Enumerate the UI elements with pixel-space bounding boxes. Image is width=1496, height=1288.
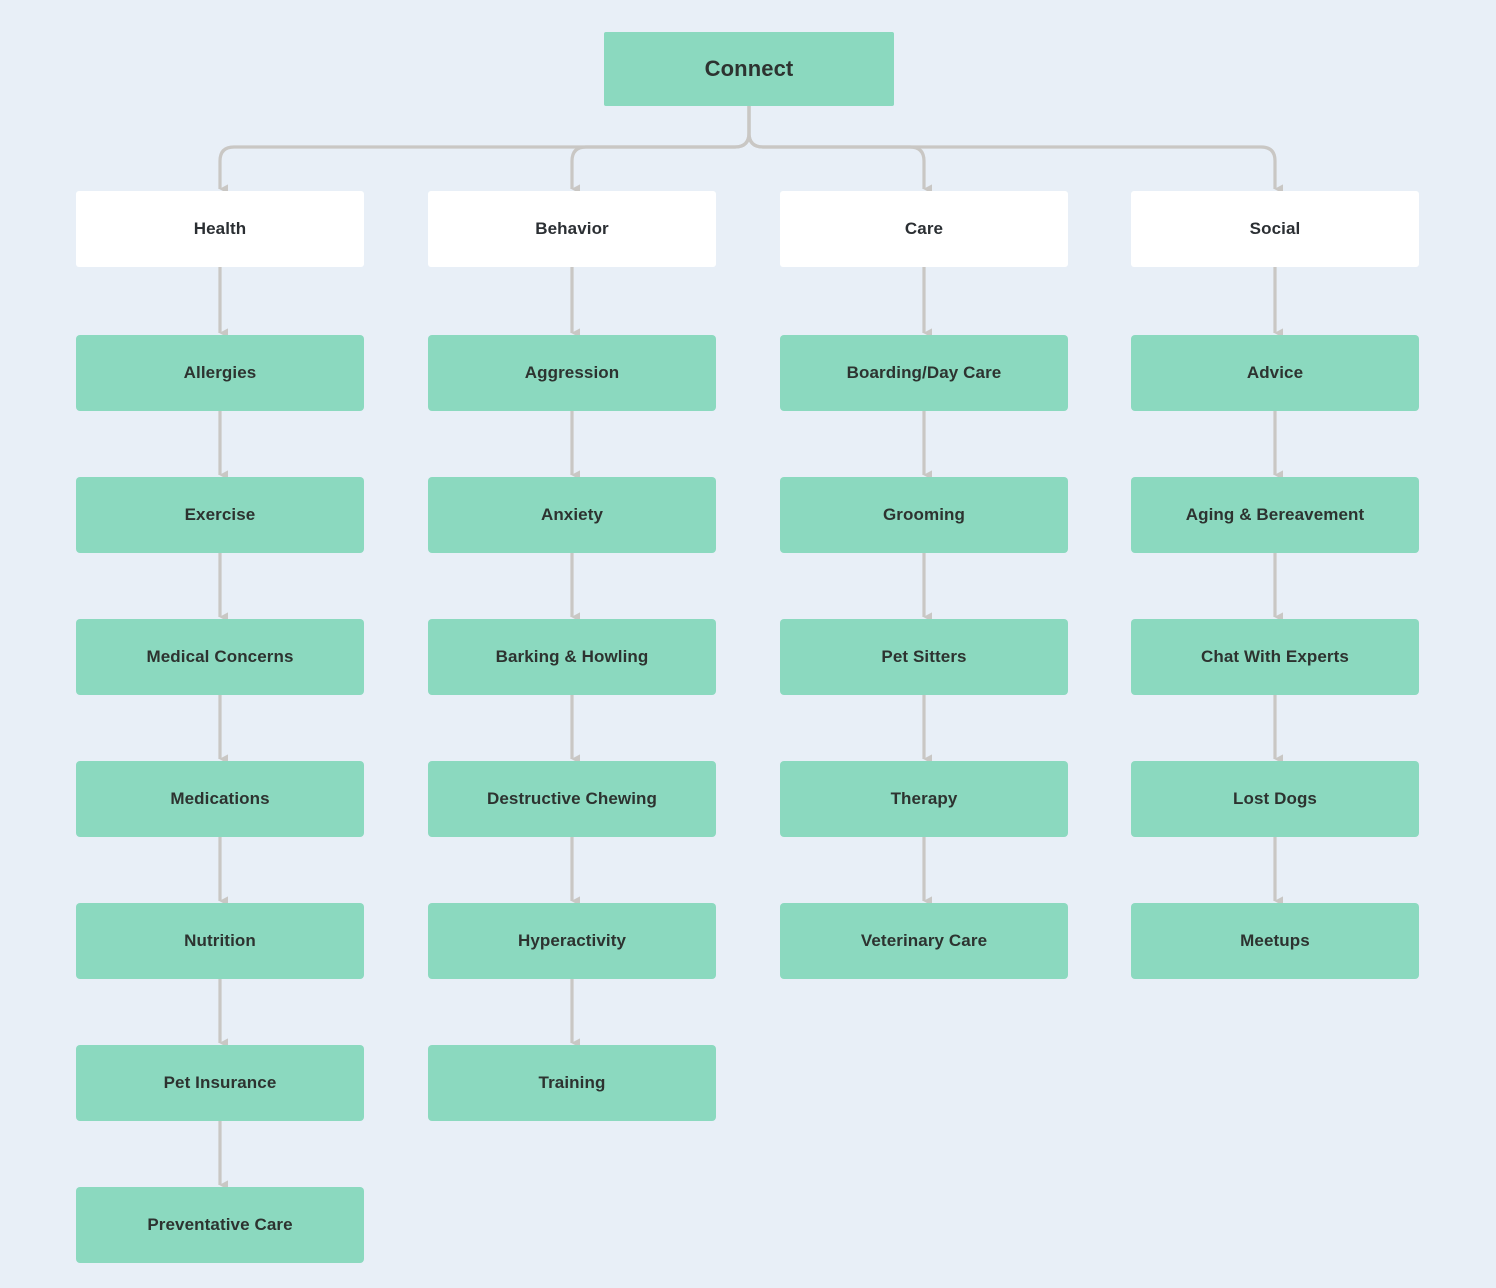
- node-leaf-nutrition-label: Nutrition: [184, 930, 256, 950]
- node-category-health-label: Health: [193, 218, 247, 238]
- node-leaf-veterinary-care[interactable]: Veterinary Care: [780, 903, 1068, 979]
- node-leaf-medications-label: Medications: [170, 788, 270, 808]
- node-leaf-grooming-label: Grooming: [882, 504, 965, 524]
- node-leaf-chat-with-experts-label: Chat With Experts: [1201, 646, 1349, 666]
- node-leaf-aggression[interactable]: Aggression: [428, 335, 716, 411]
- node-leaf-anxiety[interactable]: Anxiety: [428, 477, 716, 553]
- edge-root-to-behavior: [570, 106, 751, 194]
- node-leaf-destructive-chewing-label: Destructive Chewing: [486, 788, 658, 808]
- node-category-care-label: Care: [904, 218, 944, 238]
- node-leaf-boarding-day-care-label: Boarding/Day Care: [846, 362, 1002, 382]
- node-category-behavior[interactable]: Behavior: [428, 191, 716, 267]
- node-leaf-therapy-label: Therapy: [890, 788, 958, 808]
- edge-root-to-health: [218, 106, 751, 194]
- node-leaf-destructive-chewing[interactable]: Destructive Chewing: [428, 761, 716, 837]
- node-leaf-lost-dogs[interactable]: Lost Dogs: [1131, 761, 1419, 837]
- node-leaf-nutrition[interactable]: Nutrition: [76, 903, 364, 979]
- node-category-social-label: Social: [1249, 218, 1301, 238]
- node-category-behavior-label: Behavior: [535, 218, 609, 238]
- node-category-care[interactable]: Care: [780, 191, 1068, 267]
- node-leaf-grooming[interactable]: Grooming: [780, 477, 1068, 553]
- node-root[interactable]: Connect: [604, 32, 894, 106]
- node-leaf-chat-with-experts[interactable]: Chat With Experts: [1131, 619, 1419, 695]
- node-leaf-medications[interactable]: Medications: [76, 761, 364, 837]
- node-leaf-veterinary-care-label: Veterinary Care: [860, 930, 988, 950]
- node-leaf-aging-bereavement[interactable]: Aging & Bereavement: [1131, 477, 1419, 553]
- node-leaf-pet-sitters[interactable]: Pet Sitters: [780, 619, 1068, 695]
- node-leaf-exercise-label: Exercise: [184, 504, 256, 524]
- node-leaf-aging-bereavement-label: Aging & Bereavement: [1185, 504, 1365, 524]
- node-leaf-anxiety-label: Anxiety: [540, 504, 604, 524]
- node-leaf-allergies[interactable]: Allergies: [76, 335, 364, 411]
- node-leaf-aggression-label: Aggression: [524, 362, 620, 382]
- node-leaf-barking-howling-label: Barking & Howling: [495, 646, 649, 666]
- node-leaf-pet-insurance-label: Pet Insurance: [163, 1072, 277, 1092]
- edge-root-to-social: [747, 106, 1284, 194]
- node-category-social[interactable]: Social: [1131, 191, 1419, 267]
- edge-root-to-care: [747, 106, 933, 194]
- node-leaf-pet-insurance[interactable]: Pet Insurance: [76, 1045, 364, 1121]
- node-leaf-boarding-day-care[interactable]: Boarding/Day Care: [780, 335, 1068, 411]
- node-leaf-training[interactable]: Training: [428, 1045, 716, 1121]
- node-leaf-exercise[interactable]: Exercise: [76, 477, 364, 553]
- node-leaf-therapy[interactable]: Therapy: [780, 761, 1068, 837]
- node-leaf-hyperactivity[interactable]: Hyperactivity: [428, 903, 716, 979]
- node-leaf-lost-dogs-label: Lost Dogs: [1232, 788, 1317, 808]
- node-root-label: Connect: [704, 55, 794, 81]
- node-leaf-training-label: Training: [538, 1072, 606, 1092]
- node-leaf-preventative-care-label: Preventative Care: [147, 1214, 293, 1234]
- node-leaf-advice[interactable]: Advice: [1131, 335, 1419, 411]
- node-leaf-medical-concerns[interactable]: Medical Concerns: [76, 619, 364, 695]
- node-leaf-advice-label: Advice: [1246, 362, 1304, 382]
- node-leaf-barking-howling[interactable]: Barking & Howling: [428, 619, 716, 695]
- node-leaf-preventative-care[interactable]: Preventative Care: [76, 1187, 364, 1263]
- node-leaf-meetups-label: Meetups: [1240, 930, 1310, 950]
- node-category-health[interactable]: Health: [76, 191, 364, 267]
- node-leaf-pet-sitters-label: Pet Sitters: [881, 646, 967, 666]
- node-leaf-meetups[interactable]: Meetups: [1131, 903, 1419, 979]
- node-leaf-hyperactivity-label: Hyperactivity: [517, 930, 627, 950]
- node-leaf-medical-concerns-label: Medical Concerns: [146, 646, 294, 666]
- node-leaf-allergies-label: Allergies: [183, 362, 257, 382]
